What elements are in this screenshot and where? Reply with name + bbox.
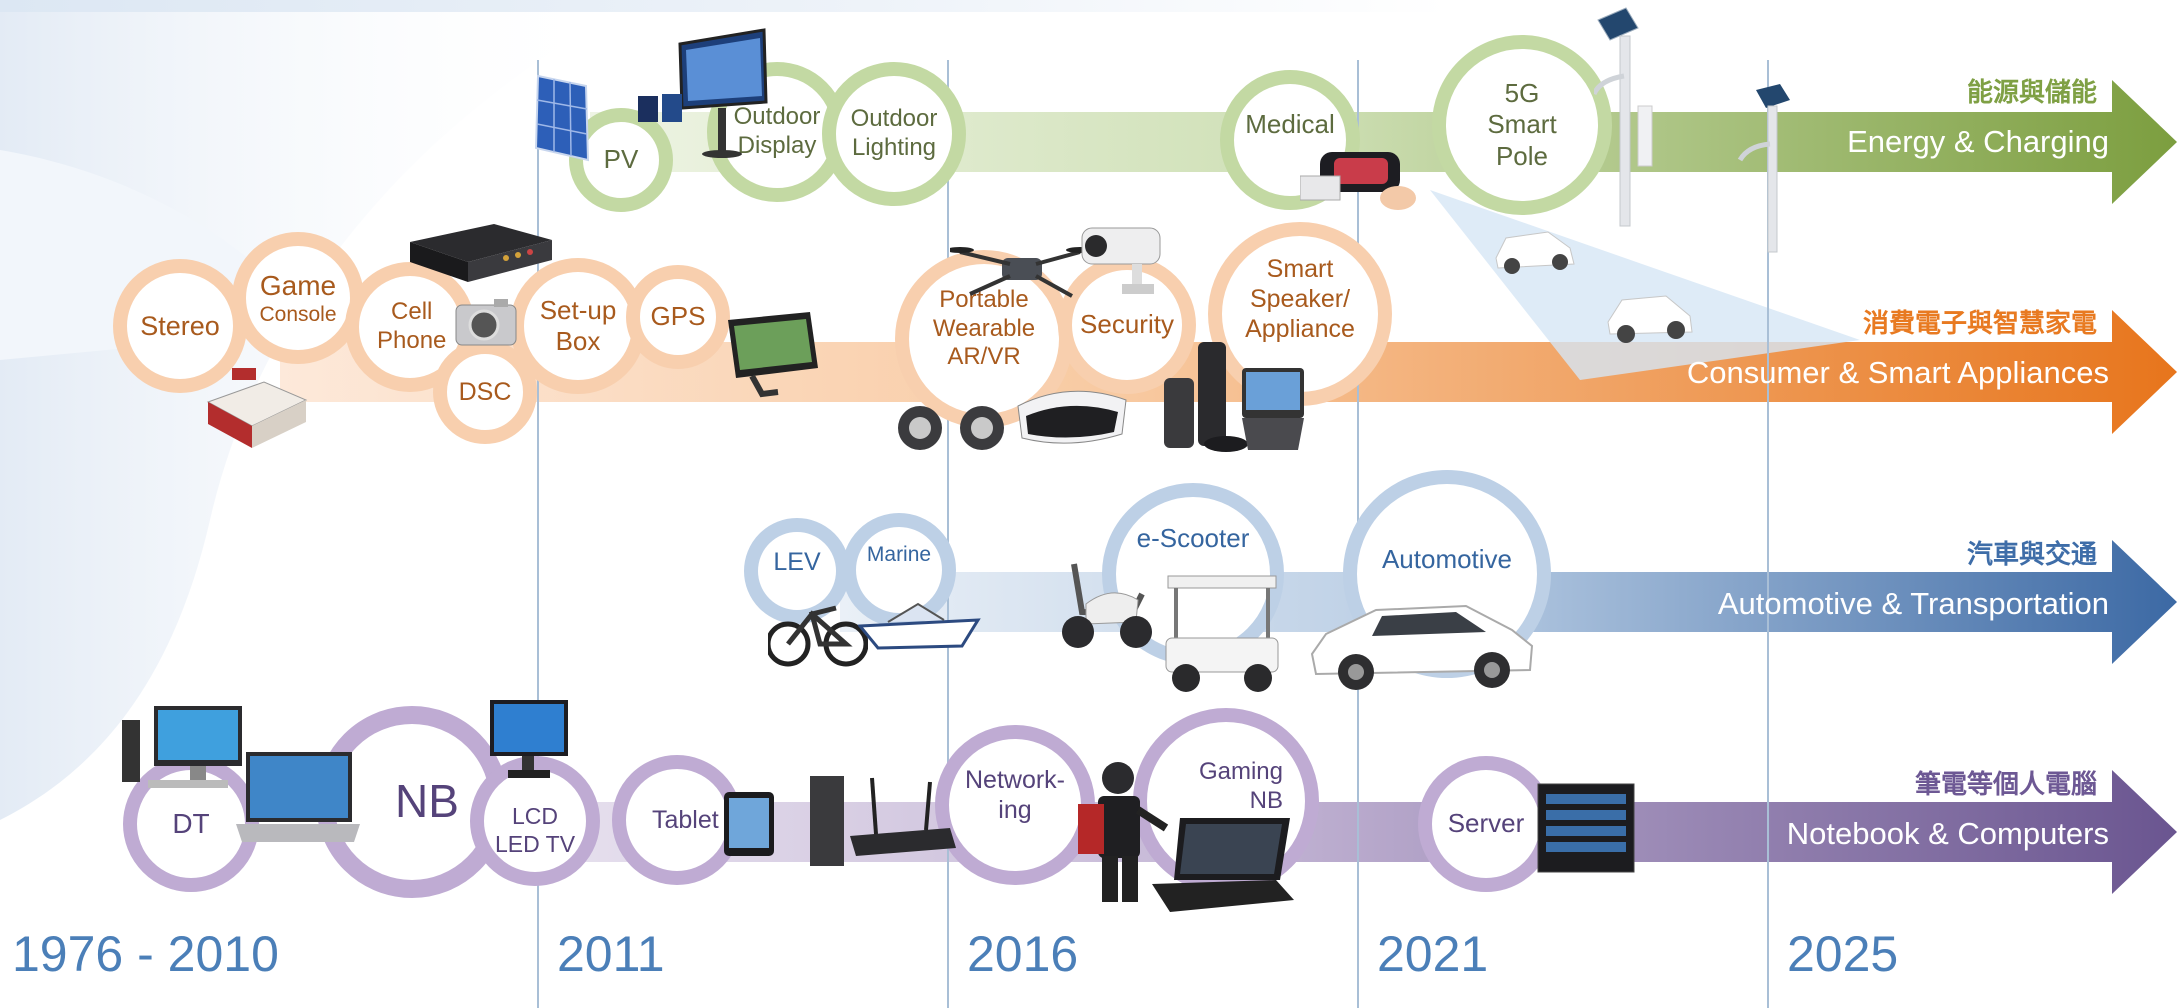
node-setup-label-1: Set-up: [539, 294, 617, 325]
node-pole-label-2: Smart: [1487, 109, 1557, 140]
automotive-title-en: Automotive & Transportation: [1717, 586, 2109, 621]
earbuds-icon: [898, 406, 1004, 450]
small-display-icon: [638, 94, 682, 122]
node-gps: GPS: [626, 265, 730, 369]
camera-icon: [455, 299, 517, 346]
node-net-label-1: Network-: [964, 766, 1065, 794]
node-speaker-label-2: Speaker/: [1249, 285, 1351, 313]
node-nb-label: NB: [395, 775, 459, 828]
boat-icon: [858, 602, 981, 650]
node-dt-label: DT: [172, 808, 210, 840]
node-outdoor-display-label-2: Display: [737, 132, 817, 159]
node-gaming-label-2: NB: [1249, 786, 1284, 814]
node-cell-label-2: Phone: [377, 327, 447, 354]
automotive-title-zh: 汽車與交通: [1966, 539, 2097, 569]
node-lcd-label-2: LED TV: [494, 831, 576, 857]
node-pole-label-1: 5G: [1504, 78, 1540, 109]
lcd-monitor-icon: [490, 700, 568, 778]
vr-headset-icon: [1017, 390, 1127, 444]
router-icon: [810, 776, 956, 866]
car-icon-2: [1607, 295, 1693, 343]
energy-title-zh: 能源與儲能: [1966, 77, 2097, 107]
security-camera-icon: [1081, 227, 1161, 294]
node-speaker-label-1: Smart: [1266, 255, 1334, 283]
laptop-icon: [236, 752, 360, 842]
notebook-title-zh: 筆電等個人電腦: [1914, 769, 2097, 799]
gridline-2025: [1767, 60, 1769, 1008]
medical-device-icon: [1300, 152, 1416, 210]
car-icon-1: [1495, 231, 1575, 274]
vr-gamer-icon: [1078, 762, 1169, 902]
node-lcd-label-1: LCD: [511, 803, 558, 830]
node-outdoor-lighting-label-1: Outdoor: [850, 105, 938, 133]
smart-pole-icon: [1594, 7, 1653, 227]
node-game-label-2: Console: [259, 303, 337, 327]
drone-icon: [950, 247, 1090, 298]
gps-device-icon: [728, 312, 818, 398]
suv-icon: [1310, 604, 1534, 690]
bicycle-icon: [768, 605, 868, 667]
node-automotive-label: Automotive: [1381, 544, 1513, 574]
node-setup-label-2: Box: [555, 326, 601, 356]
year-2021: 2021: [1377, 926, 1489, 982]
node-game-label-1: Game: [259, 269, 337, 301]
node-wear-label-1: Portable: [939, 285, 1029, 313]
gaming-laptop-icon: [1152, 818, 1294, 912]
game-console-icon: [206, 368, 308, 448]
desktop-computer-icon: [122, 706, 242, 788]
year-2025: 2025: [1787, 926, 1899, 982]
node-dsc-label: DSC: [458, 378, 512, 406]
consumer-title-en: Consumer & Smart Appliances: [1686, 355, 2109, 390]
node-gps-label: GPS: [650, 301, 706, 332]
node-gaming-label-1: Gaming: [1198, 758, 1284, 785]
energy-arrow: [590, 80, 2177, 204]
year-1976-2010: 1976 - 2010: [12, 926, 279, 982]
node-server: Server: [1418, 756, 1554, 892]
notebook-title-en: Notebook & Computers: [1786, 816, 2109, 851]
tablet-device-icon: [724, 792, 774, 856]
set-top-box-icon: [410, 224, 552, 282]
node-escooter-label: e-Scooter: [1136, 523, 1250, 553]
golf-cart-icon: [1165, 575, 1279, 692]
gridline-2016: [947, 60, 949, 1008]
server-rack-icon: [1537, 783, 1635, 873]
node-server-label: Server: [1447, 808, 1525, 839]
node-stereo-label: Stereo: [140, 310, 220, 341]
smart-speaker-icon: [1164, 342, 1304, 452]
node-wear-label-3: AR/VR: [947, 343, 1021, 371]
node-speaker-label-3: Appliance: [1245, 315, 1355, 343]
node-wear-label-2: Wearable: [932, 314, 1036, 342]
consumer-title-zh: 消費電子與智慧家電: [1862, 308, 2097, 338]
gridline-2011: [537, 60, 539, 1008]
scooter-icon: [1062, 563, 1152, 648]
billboard-icon: [678, 28, 768, 158]
node-pole-label-3: Pole: [1495, 140, 1549, 171]
year-2011: 2011: [557, 926, 665, 982]
node-marine-label: Marine: [866, 543, 932, 567]
smart-pole-2-icon: [1737, 84, 1790, 253]
node-pv-label: PV: [603, 144, 639, 175]
node-medical-label: Medical: [1245, 109, 1335, 140]
node-lev-label: LEV: [773, 548, 821, 576]
node-cell-label-1: Cell: [391, 298, 433, 326]
node-security-label: Security: [1080, 309, 1174, 340]
solar-panel-icon: [534, 74, 590, 162]
year-2016: 2016: [967, 926, 1079, 982]
node-outdoor-display-label-1: Outdoor: [733, 103, 821, 131]
node-net-label-2: ing: [998, 796, 1032, 824]
node-outdoor-lighting-label-2: Lighting: [851, 134, 937, 161]
node-tablet-label: Tablet: [652, 806, 719, 834]
energy-title-en: Energy & Charging: [1847, 124, 2109, 159]
